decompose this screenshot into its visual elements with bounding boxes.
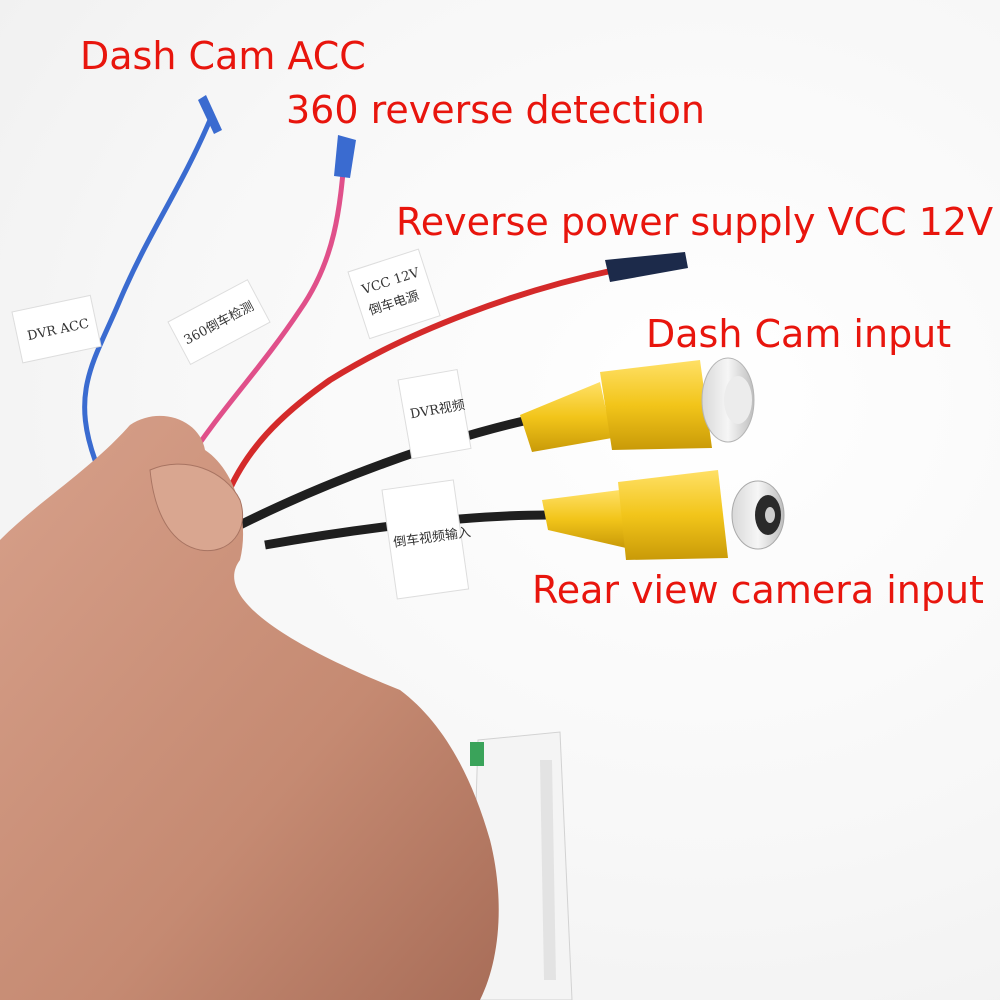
- caption-360-reverse-detection: 360 reverse detection: [286, 88, 705, 132]
- caption-rear-view-camera-input: Rear view camera input: [532, 568, 984, 612]
- caption-dash-cam-input: Dash Cam input: [646, 312, 952, 356]
- rca-connector-rear: [542, 470, 785, 560]
- caption-reverse-power-supply: Reverse power supply VCC 12V: [396, 200, 994, 244]
- tag-dvr-acc: DVR ACC: [11, 294, 102, 364]
- pink-wire: [182, 149, 348, 467]
- tag-dvr-video: DVR视频: [397, 369, 472, 460]
- hand: [0, 415, 499, 1000]
- tag-vcc: VCC 12V 倒车电源: [347, 248, 441, 340]
- tag-reverse-video: 倒车视频输入: [381, 479, 472, 600]
- tag-360-detect: 360倒车检测: [167, 279, 271, 366]
- black-wire-dvr: [237, 415, 529, 530]
- red-wire: [222, 267, 616, 502]
- pink-wire-cap: [334, 135, 356, 178]
- rca-connector-dvr: [520, 357, 755, 452]
- red-wire-cap: [605, 252, 688, 282]
- thumb: [149, 463, 244, 552]
- caption-dash-cam-acc: Dash Cam ACC: [80, 34, 366, 78]
- blue-wire-cap: [198, 95, 222, 134]
